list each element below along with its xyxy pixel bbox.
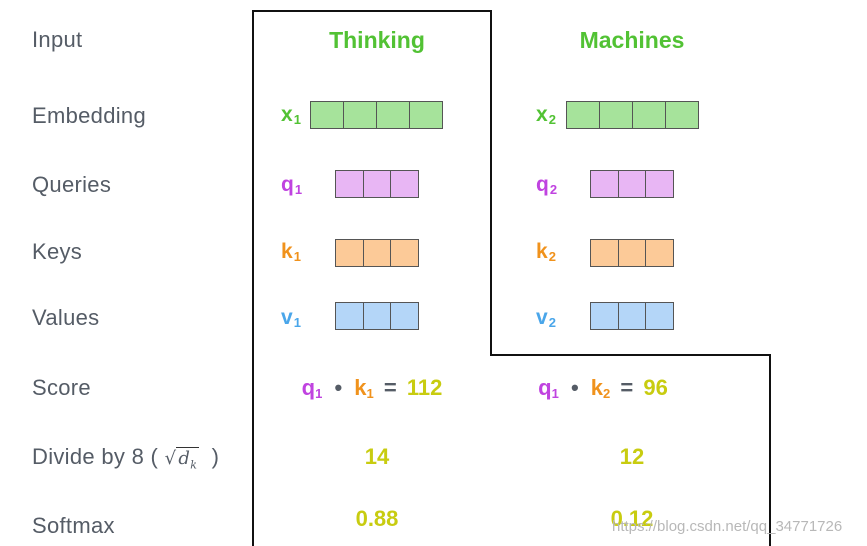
key-symbol-1: k1 — [281, 240, 301, 264]
divided-score-1: 14 — [364, 444, 390, 469]
embedding-vector-1 — [310, 101, 443, 129]
sqrt-symbol: √ — [164, 448, 177, 469]
row-label-input: Input — [32, 27, 83, 52]
row-label-values: Values — [32, 305, 100, 330]
row-label-embedding: Embedding — [32, 103, 146, 128]
row-label-softmax: Softmax — [32, 513, 115, 538]
score-expression-1: q1 • k1 = 112 — [301, 375, 443, 401]
watermark: https://blog.csdn.net/qq_34771726 — [612, 518, 843, 535]
row-label-queries: Queries — [32, 172, 112, 197]
row-label-keys: Keys — [32, 239, 83, 264]
key-vector-2 — [590, 239, 674, 267]
query-symbol-1: q1 — [281, 173, 303, 197]
sqrt-sub: k — [190, 458, 198, 472]
key-vector-1 — [335, 239, 419, 267]
row-label-score: Score — [32, 375, 91, 400]
embedding-vector-2 — [566, 101, 699, 129]
key-symbol-2: k2 — [536, 240, 556, 264]
divide-suffix: ) — [211, 444, 220, 469]
value-symbol-1: v1 — [281, 306, 301, 330]
value-vector-2 — [590, 302, 674, 330]
value-vector-1 — [335, 302, 419, 330]
embedding-symbol-1: x1 — [281, 103, 301, 127]
divided-score-2: 12 — [619, 444, 645, 469]
sqrt-radicand: dk — [176, 447, 200, 472]
row-label-divide: Divide by 8 ( √dk ) — [32, 444, 219, 472]
score-expression-2: q1 • k2 = 96 — [538, 375, 668, 401]
word-thinking: Thinking — [329, 27, 425, 53]
softmax-score-2: 0.12 — [610, 506, 654, 531]
divide-prefix: Divide by 8 ( — [32, 444, 159, 469]
query-symbol-2: q2 — [536, 173, 558, 197]
embedding-symbol-2: x2 — [536, 103, 556, 127]
sqrt-var: d — [178, 448, 191, 469]
sqrt-dk: √dk — [164, 447, 200, 472]
word-machines: Machines — [579, 27, 685, 53]
value-symbol-2: v2 — [536, 306, 556, 330]
query-vector-2 — [590, 170, 674, 198]
query-vector-1 — [335, 170, 419, 198]
softmax-score-1: 0.88 — [355, 506, 399, 531]
